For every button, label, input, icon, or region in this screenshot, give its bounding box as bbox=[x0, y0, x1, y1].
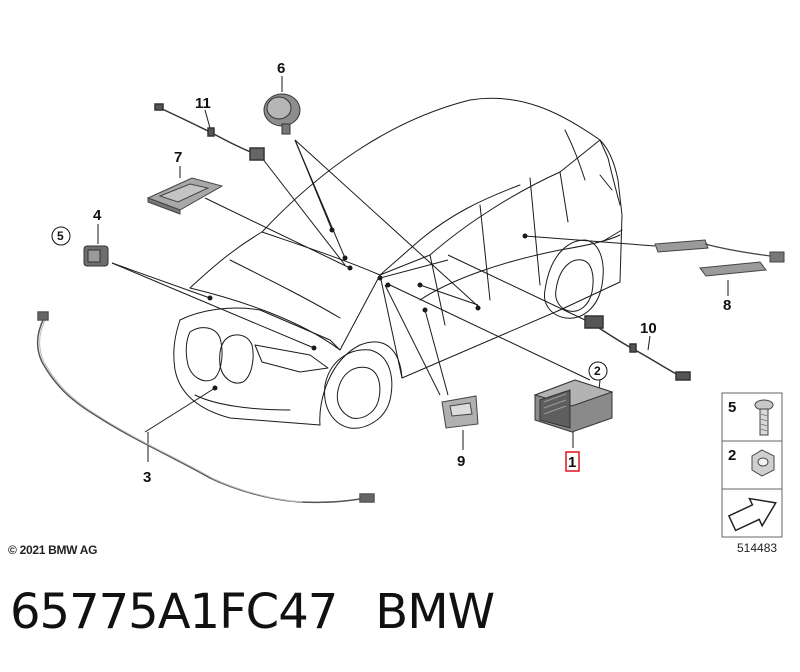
brand-name: BMW bbox=[375, 584, 495, 640]
callout-10: 10 bbox=[640, 320, 657, 337]
part-7-bracket bbox=[146, 177, 224, 215]
callout-8: 8 bbox=[723, 297, 731, 314]
legend-item-2: 2 bbox=[728, 447, 736, 464]
copyright-notice: © 2021 BMW AG bbox=[8, 543, 98, 557]
callout-1: 1 bbox=[568, 454, 576, 471]
nut-icon bbox=[751, 449, 775, 477]
part-9-bracket bbox=[441, 395, 479, 429]
part-8-sensor-strip bbox=[654, 239, 785, 277]
image-number: 514483 bbox=[737, 541, 778, 555]
leader-lines bbox=[97, 76, 729, 462]
car-outline bbox=[173, 97, 623, 429]
callout-11: 11 bbox=[195, 95, 211, 112]
hardware-legend: 5 2 bbox=[721, 392, 783, 538]
part-6-horn bbox=[263, 93, 301, 135]
arrow-icon bbox=[727, 497, 777, 532]
part-caption: 65775A1FC47 BMW bbox=[10, 584, 532, 640]
bolt-icon bbox=[754, 399, 774, 436]
callout-4: 4 bbox=[93, 207, 102, 224]
circled-callouts: 5 2 bbox=[51, 226, 608, 381]
part-3-cable bbox=[36, 311, 375, 504]
part-1-control-unit bbox=[533, 379, 614, 433]
part-10-cable bbox=[584, 315, 691, 381]
part-4-sensor bbox=[83, 245, 109, 267]
circled-callout-5: 5 bbox=[57, 229, 64, 243]
leader-dots bbox=[207, 227, 528, 391]
callout-labels: 6 11 7 4 8 10 9 3 bbox=[93, 60, 731, 486]
callout-3: 3 bbox=[143, 469, 151, 486]
part-code: 65775A1FC47 bbox=[10, 584, 338, 640]
callout-6: 6 bbox=[277, 60, 285, 77]
callout-7: 7 bbox=[174, 149, 182, 166]
part-11-cable bbox=[154, 103, 265, 161]
circled-callout-2: 2 bbox=[594, 364, 601, 378]
callout-1-highlight: 1 bbox=[565, 451, 580, 472]
legend-item-5: 5 bbox=[728, 399, 736, 416]
callout-9: 9 bbox=[457, 453, 465, 470]
